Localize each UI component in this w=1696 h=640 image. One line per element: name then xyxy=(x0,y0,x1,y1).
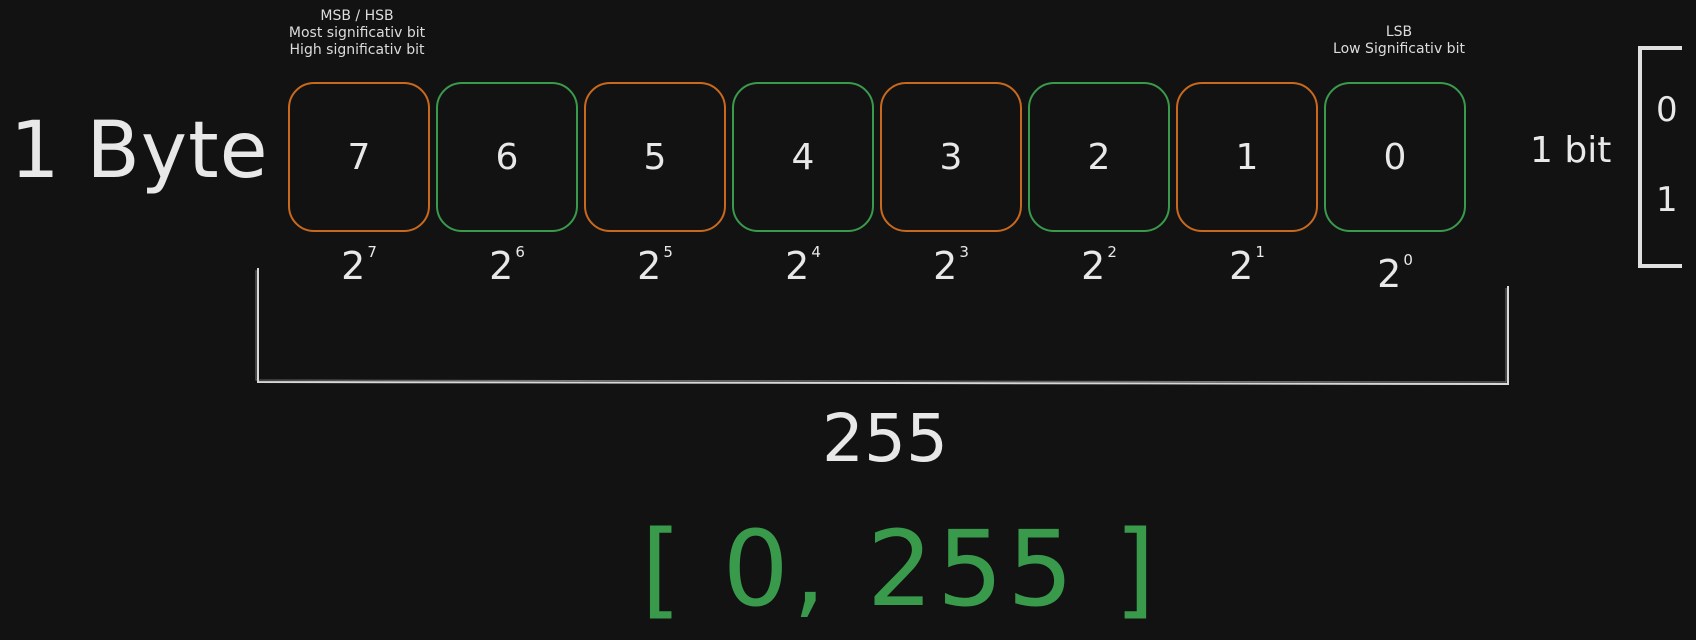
power-base: 2 xyxy=(1377,252,1402,296)
lsb-label-line-2: Low Significativ bit xyxy=(1333,41,1465,57)
bit-box-1: 1 xyxy=(1176,82,1318,232)
power-base: 2 xyxy=(785,244,810,288)
one-bit-value-1: 1 xyxy=(1656,180,1678,220)
power-base: 2 xyxy=(1229,244,1254,288)
lsb-label-line-1: LSB xyxy=(1385,24,1413,40)
bit-box-2: 2 xyxy=(1028,82,1170,232)
bit-index: 2 xyxy=(1087,136,1111,178)
one-bit-label: 1 bit xyxy=(1530,130,1612,171)
msb-label-line-1: MSB / HSB xyxy=(320,8,394,24)
bit-box-4: 4 xyxy=(732,82,874,232)
bit-index: 1 xyxy=(1235,136,1259,178)
bit-index: 3 xyxy=(939,136,963,178)
msb-label: MSB / HSB Most significativ bit High sig… xyxy=(282,8,432,59)
bit-index: 7 xyxy=(347,136,371,178)
power-exponent: 6 xyxy=(515,243,525,262)
byte-title: 1 Byte xyxy=(10,106,269,196)
power-exponent: 1 xyxy=(1255,243,1265,262)
power-base: 2 xyxy=(341,244,366,288)
msb-label-line-3: High significativ bit xyxy=(289,42,425,58)
power-exponent: 2 xyxy=(1107,243,1117,262)
power-exponent: 0 xyxy=(1403,251,1413,270)
power-base: 2 xyxy=(489,244,514,288)
one-bit-bracket xyxy=(1638,46,1682,268)
sum-bracket-line xyxy=(257,268,1509,386)
bit-box-6: 6 xyxy=(436,82,578,232)
bit-index: 0 xyxy=(1383,136,1407,178)
power-exponent: 4 xyxy=(811,243,821,262)
bit-box-0: 0 xyxy=(1324,82,1466,232)
bit-box-5: 5 xyxy=(584,82,726,232)
bit-box-3: 3 xyxy=(880,82,1022,232)
bit-box-7: 7 xyxy=(288,82,430,232)
power-base: 2 xyxy=(933,244,958,288)
power-exponent: 7 xyxy=(367,243,377,262)
bit-index: 5 xyxy=(643,136,667,178)
lsb-label: LSB Low Significativ bit xyxy=(1324,24,1474,58)
power-exponent: 5 xyxy=(663,243,673,262)
power-base: 2 xyxy=(1081,244,1106,288)
power-base: 2 xyxy=(637,244,662,288)
one-bit-value-0: 0 xyxy=(1656,90,1678,130)
total-value: 255 xyxy=(822,400,948,477)
power-exponent: 3 xyxy=(959,243,969,262)
bit-index: 6 xyxy=(495,136,519,178)
value-range: [ 0, 255 ] xyxy=(640,508,1160,630)
bit-index: 4 xyxy=(791,136,815,178)
msb-label-line-2: Most significativ bit xyxy=(288,25,426,41)
sum-bracket-sketch-line xyxy=(255,270,1507,383)
